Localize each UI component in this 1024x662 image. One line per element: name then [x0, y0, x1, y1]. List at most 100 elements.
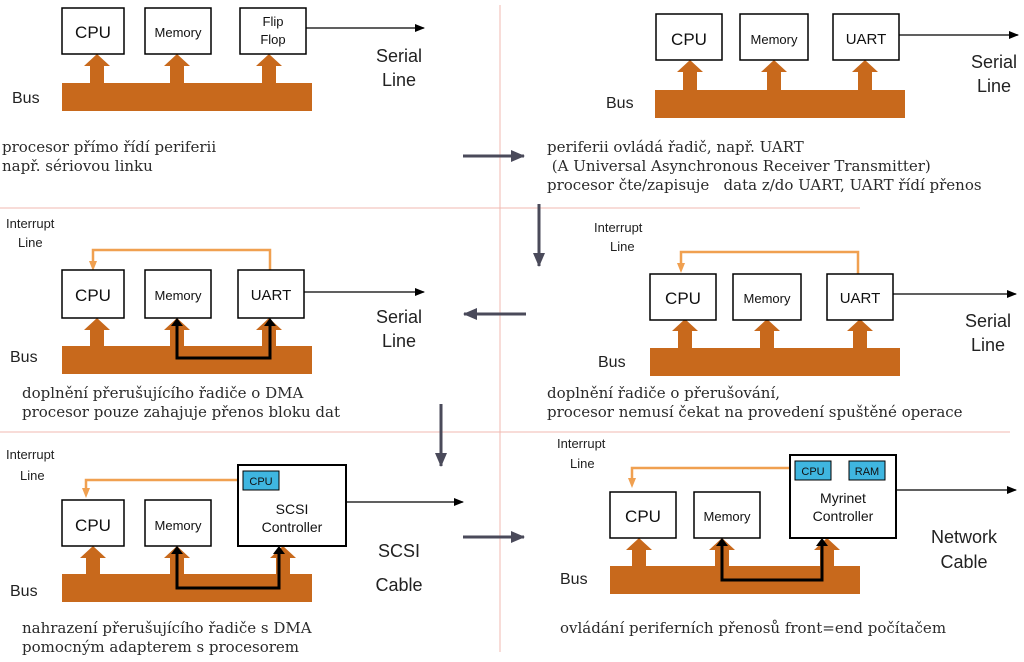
dma-path: [175, 548, 281, 590]
cpu-chip: [242, 470, 280, 491]
line-label: Line: [977, 76, 1011, 96]
bus-bar: [62, 83, 312, 111]
caption-panel-4: doplnění řadiče o přerušování, procesor …: [547, 384, 963, 422]
bus-connector: [164, 54, 190, 83]
cpu-box: [61, 269, 125, 319]
bus-connector: [814, 538, 840, 566]
bus-connector: [761, 60, 787, 90]
flip-label: Flip: [263, 14, 284, 29]
interrupt-line-label: Line: [18, 235, 43, 250]
interrupt-line: [89, 248, 272, 271]
panel-4: Interrupt Line CPU Memory UART Serial Li…: [594, 220, 1017, 376]
memory-label: Memory: [744, 291, 791, 306]
caption-line: procesor přímo řídí periferii: [2, 138, 217, 156]
panel-3: Interrupt Line CPU Memory UART Serial Li…: [6, 216, 425, 374]
serial-label: Serial: [376, 46, 422, 66]
ram-chip: [848, 460, 886, 481]
dma-arrowhead: [716, 538, 728, 546]
flop-label: Flop: [260, 32, 285, 47]
memory-label: Memory: [155, 518, 202, 533]
memory-label: Memory: [751, 32, 798, 47]
uart-box: [237, 269, 305, 319]
myrinet-label: Myrinet: [820, 490, 866, 506]
cpu-label: CPU: [75, 23, 111, 42]
line-label: Line: [382, 331, 416, 351]
caption-line: doplnění řadiče o přerušování,: [547, 384, 781, 402]
interrupt-line-label: Line: [610, 239, 635, 254]
bus-connector: [256, 54, 282, 83]
uart-box: [826, 273, 894, 321]
caption-line: procesor nemusí čekat na provedení spušt…: [547, 403, 963, 421]
cpu-chip-label: CPU: [249, 476, 272, 488]
interrupt-label: Interrupt: [6, 447, 55, 462]
bus-label: Bus: [10, 583, 38, 600]
panel-6: Interrupt Line CPU Memory CPU RAM Myrine…: [557, 436, 1017, 594]
bus-connector: [84, 318, 110, 346]
dma-arrowhead: [273, 546, 285, 554]
dma-arrowhead: [171, 318, 183, 326]
bus-label: Bus: [598, 354, 626, 371]
caption-line: ovládání periferních přenosů front=end p…: [560, 619, 947, 637]
dma-arrowhead: [171, 546, 183, 554]
bus-label: Bus: [606, 95, 634, 112]
memory-box: [693, 491, 761, 539]
dma-arrowhead: [264, 318, 276, 326]
uart-label: UART: [846, 31, 887, 48]
ram-chip-label: RAM: [855, 466, 879, 478]
panel-5: Interrupt Line CPU Memory CPU SCSI Contr…: [6, 447, 464, 602]
bus-bar: [650, 348, 900, 376]
bus-label: Bus: [560, 571, 588, 588]
uart-box: [832, 13, 900, 61]
controller-label: Controller: [813, 508, 874, 524]
interrupt-label: Interrupt: [557, 436, 606, 451]
network-cable-label: Cable: [940, 552, 987, 572]
caption-line: doplnění přerušujícího řadiče o DMA: [22, 384, 304, 402]
network-label: Network: [931, 527, 998, 547]
uart-label: UART: [251, 287, 292, 304]
uart-label: UART: [840, 290, 881, 307]
caption-line: pomocným adapterem s procesorem: [22, 638, 299, 656]
caption-panel-5: nahrazení přerušujícího řadiče s DMA pom…: [22, 619, 312, 657]
line-label: Line: [971, 335, 1005, 355]
bus-connector: [852, 60, 878, 90]
cpu-chip-label: CPU: [801, 466, 824, 478]
interrupt-label: Interrupt: [6, 216, 55, 231]
controller-label: Controller: [262, 519, 323, 535]
caption-line: nahrazení přerušujícího řadiče s DMA: [22, 619, 312, 637]
bus-connector: [626, 538, 652, 566]
cpu-box: [61, 499, 125, 547]
cpu-label: CPU: [625, 507, 661, 526]
cpu-box: [609, 491, 677, 539]
bus-connector: [270, 546, 296, 574]
cpu-label: CPU: [75, 516, 111, 535]
interrupt-line-label: Line: [20, 468, 45, 483]
interrupt-line-label: Line: [570, 456, 595, 471]
memory-box: [739, 13, 809, 61]
bus-connector: [672, 319, 698, 348]
serial-label: Serial: [965, 311, 1011, 331]
cpu-box: [655, 13, 723, 61]
caption-panel-1: procesor přímo řídí periferii např. séri…: [2, 138, 216, 176]
serial-label: Serial: [376, 307, 422, 327]
cpu-label: CPU: [75, 286, 111, 305]
caption-panel-6: ovládání periferních přenosů front=end p…: [560, 619, 946, 638]
flipflop-box: [239, 7, 307, 55]
memory-box: [144, 499, 212, 547]
bus-connector: [847, 319, 873, 348]
dma-arrowhead: [816, 538, 828, 546]
cpu-label: CPU: [671, 30, 707, 49]
caption-panel-3: doplnění přerušujícího řadiče o DMA proc…: [22, 384, 340, 422]
cpu-box: [61, 7, 125, 55]
caption-panel-2: periferii ovládá řadič, např. UART (A Un…: [547, 138, 982, 195]
memory-box: [144, 269, 212, 319]
interrupt-line: [677, 250, 860, 274]
memory-label: Memory: [155, 25, 202, 40]
caption-line: periferii ovládá řadič, např. UART: [547, 138, 804, 156]
memory-box: [732, 273, 802, 321]
interrupt-line: [82, 478, 240, 498]
panel-2: CPU Memory UART Serial Line Bus: [606, 13, 1019, 118]
scsi-cable-label: SCSI: [378, 541, 420, 561]
serial-label: Serial: [971, 52, 1017, 72]
